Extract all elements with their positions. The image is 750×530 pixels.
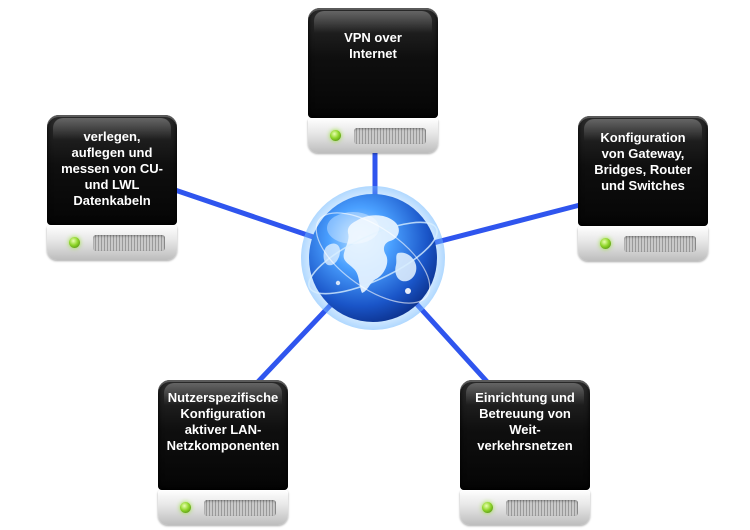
server-front-panel: [308, 118, 438, 153]
server-lan: Nutzerspezifische Konfiguration aktiver …: [158, 380, 288, 525]
server-front-panel: [158, 490, 288, 525]
server-cabling: verlegen, auflegen und messen von CU- un…: [47, 115, 177, 260]
server-gateway: Konfiguration von Gateway, Bridges, Rout…: [578, 116, 708, 261]
server-front-panel: [47, 225, 177, 260]
status-led-icon: [482, 502, 493, 513]
server-icon: Nutzerspezifische Konfiguration aktiver …: [158, 380, 288, 490]
server-wan: Einrichtung und Betreuung von Weit- verk…: [460, 380, 590, 525]
server-icon: Einrichtung und Betreuung von Weit- verk…: [460, 380, 590, 490]
vent-grille: [506, 500, 578, 516]
status-led-icon: [330, 130, 341, 141]
server-icon: verlegen, auflegen und messen von CU- un…: [47, 115, 177, 225]
server-vpn: VPN over Internet: [308, 8, 438, 153]
vent-grille: [624, 236, 696, 252]
status-led-icon: [600, 238, 611, 249]
server-front-panel: [460, 490, 590, 525]
server-icon: VPN over Internet: [308, 8, 438, 118]
status-led-icon: [180, 502, 191, 513]
server-label-lan: Nutzerspezifische Konfiguration aktiver …: [166, 390, 280, 453]
server-label-gateway: Konfiguration von Gateway, Bridges, Rout…: [594, 130, 692, 193]
vent-grille: [93, 235, 165, 251]
server-label-wan: Einrichtung und Betreuung von Weit- verk…: [475, 390, 575, 453]
server-icon: Konfiguration von Gateway, Bridges, Rout…: [578, 116, 708, 226]
vent-grille: [354, 128, 426, 144]
vent-grille: [204, 500, 276, 516]
status-led-icon: [69, 237, 80, 248]
server-label-vpn: VPN over Internet: [344, 30, 402, 61]
server-front-panel: [578, 226, 708, 261]
globe-icon: [301, 186, 445, 330]
server-label-cabling: verlegen, auflegen und messen von CU- un…: [61, 129, 163, 208]
